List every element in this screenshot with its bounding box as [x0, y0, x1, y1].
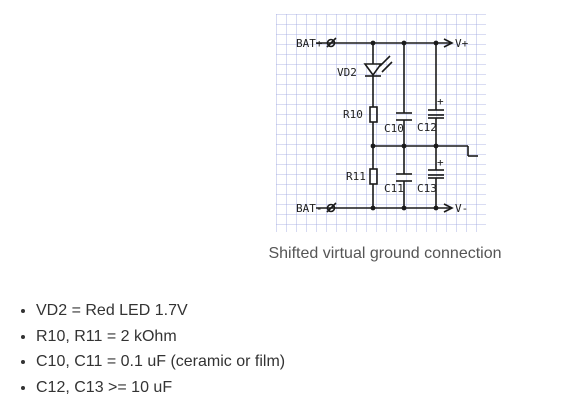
- label-c12-plus: +: [437, 95, 444, 108]
- figure-caption: Shifted virtual ground connection: [268, 245, 502, 262]
- schematic-figure: BAT+ BAT- V+ V- VD2 R10 R11 C10 C11 C12 …: [276, 14, 486, 232]
- label-c13-plus: +: [437, 156, 444, 169]
- label-vd2: VD2: [337, 66, 357, 79]
- label-c13: C13: [417, 182, 437, 195]
- label-c12: C12: [417, 121, 437, 134]
- component-spec-list: VD2 = Red LED 1.7V R10, R11 = 2 kOhm C10…: [20, 298, 285, 400]
- label-bat-plus: BAT+: [296, 37, 323, 50]
- list-item: R10, R11 = 2 kOhm: [36, 324, 285, 350]
- label-v-minus: V-: [455, 202, 468, 215]
- label-c10: C10: [384, 122, 404, 135]
- label-r10: R10: [343, 108, 363, 121]
- graph-paper: [276, 14, 486, 232]
- list-item: C10, C11 = 0.1 uF (ceramic or film): [36, 349, 285, 375]
- label-bat-minus: BAT-: [296, 202, 323, 215]
- label-c11: C11: [384, 182, 404, 195]
- list-item: C12, C13 >= 10 uF: [36, 375, 285, 401]
- label-v-plus: V+: [455, 37, 469, 50]
- schematic-svg: BAT+ BAT- V+ V- VD2 R10 R11 C10 C11 C12 …: [276, 14, 486, 232]
- list-item: VD2 = Red LED 1.7V: [36, 298, 285, 324]
- label-r11: R11: [346, 170, 366, 183]
- junction-dots: [370, 40, 439, 211]
